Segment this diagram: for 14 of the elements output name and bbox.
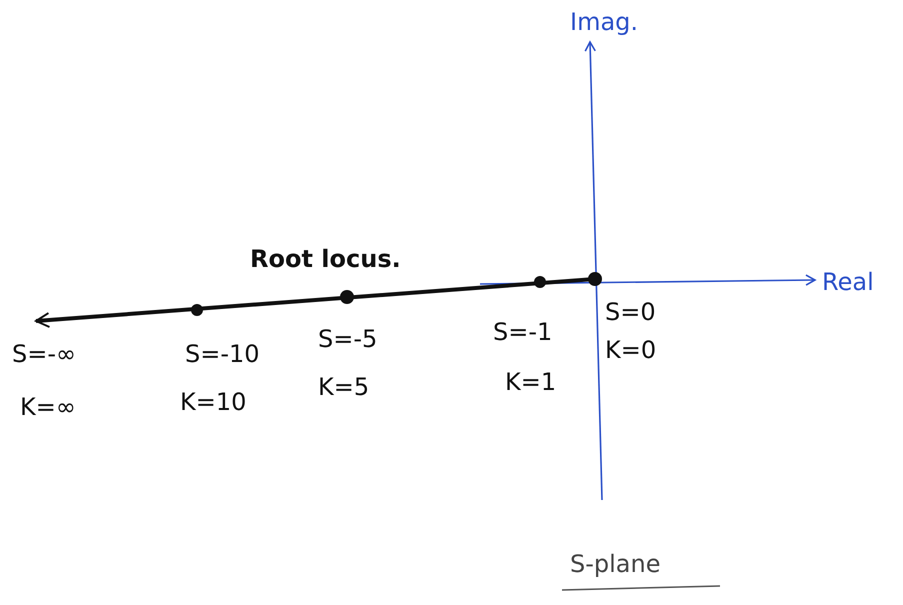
axis-label: Real — [822, 268, 874, 296]
plot-label: Root locus. — [250, 245, 401, 273]
gain-label: K=10 — [180, 388, 246, 416]
point-label: S=-1 — [493, 318, 552, 346]
gain-label: K=5 — [318, 373, 370, 401]
point-label: S=-10 — [185, 340, 260, 368]
gain-label: K=0 — [605, 336, 656, 364]
point-label: S=-∞ — [12, 340, 76, 368]
gain-label: K=∞ — [20, 393, 76, 421]
point-label: S=-5 — [318, 325, 378, 353]
caption: S-plane — [570, 550, 660, 578]
gain-label: K=1 — [505, 368, 556, 396]
point-label: S=0 — [605, 298, 656, 326]
axis-label: Imag. — [570, 8, 638, 36]
